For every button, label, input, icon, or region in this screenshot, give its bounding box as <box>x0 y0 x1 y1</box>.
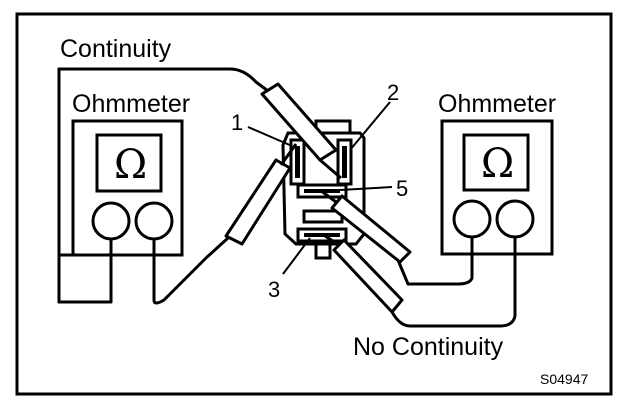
callout-leader-2 <box>349 101 391 151</box>
ohmmeter-left-label: Ohmmeter <box>72 90 190 118</box>
lead-wire-continuity-loop <box>57 67 113 304</box>
callout-leader-3 <box>282 237 311 275</box>
probe-no-continuity <box>321 232 404 314</box>
ohmmeter-right: Ohmmeter Ω <box>438 90 556 256</box>
ohmmeter-right-jack-left <box>452 199 492 239</box>
lead-wire-right-upper <box>396 235 474 286</box>
terminal-label-2: 2 <box>387 80 399 105</box>
no-continuity-label: No Continuity <box>353 333 504 361</box>
ohmmeter-left-jack-right <box>134 201 174 241</box>
terminal-label-1: 1 <box>231 110 243 135</box>
terminal-label-3: 3 <box>268 277 280 302</box>
ohmmeter-left-omega-icon: Ω <box>114 142 147 188</box>
probe-continuity <box>260 82 342 180</box>
ohmmeter-left: Ohmmeter Ω <box>71 90 190 257</box>
figure-code: S04947 <box>540 371 588 387</box>
probe-left-lower <box>224 143 298 246</box>
ohmmeter-left-jack-left <box>91 201 131 241</box>
ohmmeter-left-display <box>95 133 163 193</box>
lead-wire-no-continuity <box>390 235 517 328</box>
probe-right-upper <box>319 188 412 264</box>
callout-leader-1 <box>247 126 293 147</box>
relay-bottom-stub <box>314 242 332 260</box>
lead-wire-left-lower <box>152 236 230 305</box>
ohmmeter-right-jack-right <box>495 199 535 239</box>
probes <box>224 82 412 314</box>
terminal-label-5: 5 <box>396 176 408 201</box>
ohmmeter-right-display <box>462 133 530 192</box>
continuity-label: Continuity <box>60 35 172 63</box>
figure-frame <box>15 12 613 396</box>
callout-leader-5 <box>339 186 393 191</box>
ohmmeter-right-label: Ohmmeter <box>438 90 556 118</box>
ohmmeter-right-omega-icon: Ω <box>481 141 514 187</box>
